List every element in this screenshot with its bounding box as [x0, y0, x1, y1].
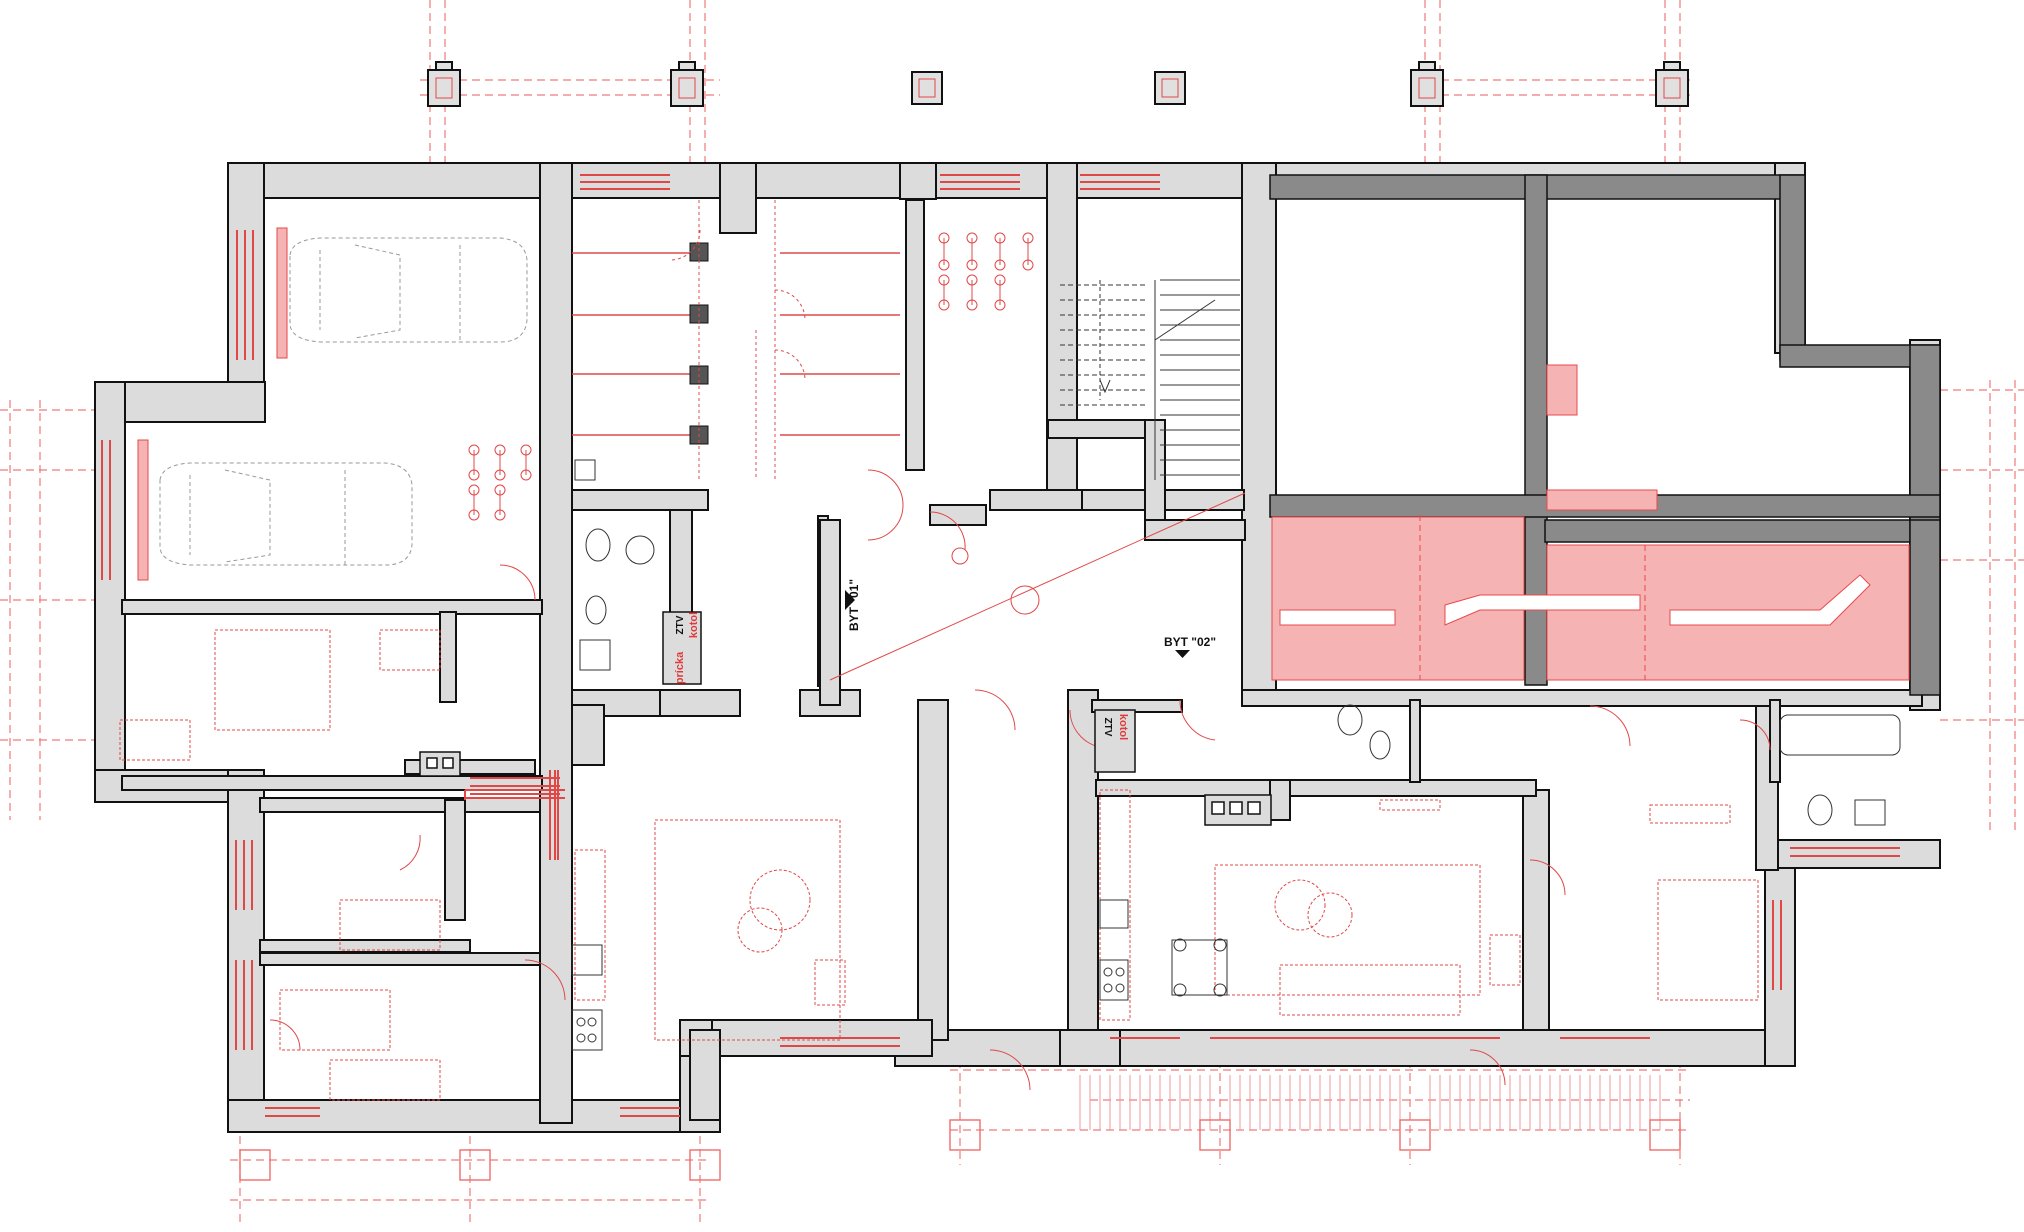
- stair-arrow-icon: [1099, 379, 1111, 394]
- label-kotol-2: kotol: [1117, 714, 1129, 740]
- label-ztv-1: ZTV: [675, 615, 686, 634]
- kitchen-right: [1099, 899, 1129, 1001]
- entry-marker-02-icon: [1175, 650, 1190, 658]
- kitchen-left: [571, 459, 603, 1051]
- new-partition: [464, 770, 565, 860]
- entry-marker-01-icon: [845, 590, 855, 610]
- dining-table-right: [1171, 938, 1228, 997]
- pier-pads: [239, 1119, 1681, 1181]
- highlight-zone: [1271, 364, 1910, 681]
- columns-top: [427, 61, 1689, 107]
- storage-doors: [669, 200, 806, 480]
- outlets-right: [1204, 794, 1272, 826]
- car-outline-lower: [159, 462, 413, 566]
- furniture-apt-01: [119, 629, 846, 1101]
- window-sills: [137, 227, 288, 581]
- walls: [94, 162, 1941, 1133]
- windows: [101, 174, 1900, 1117]
- dark-structure: [1269, 174, 1941, 696]
- car-outline-upper: [289, 237, 528, 343]
- bath-right: [1337, 704, 1901, 826]
- column-inner-marks: [435, 77, 1681, 99]
- hall-guides: [755, 330, 1246, 681]
- bicycle-rack-garage: [468, 444, 532, 521]
- outlets-left: [419, 751, 461, 777]
- label-apartment-02: BYT "02": [1164, 635, 1216, 649]
- boiler-box-right: [1094, 709, 1136, 773]
- bath-left: [579, 528, 655, 671]
- terrace-railing: [1079, 1075, 1661, 1130]
- label-ztv-2: ZTV: [1102, 718, 1113, 737]
- bicycle-rack-top: [938, 232, 1034, 311]
- boiler-box-left: [662, 611, 702, 685]
- label-pricka: prícka: [674, 651, 686, 684]
- label-apartment-01: BYT "01": [847, 579, 861, 631]
- storage-partitions: [572, 252, 900, 436]
- label-kotol-1: kotol: [688, 612, 700, 638]
- furniture-apt-02: [1099, 789, 1759, 1021]
